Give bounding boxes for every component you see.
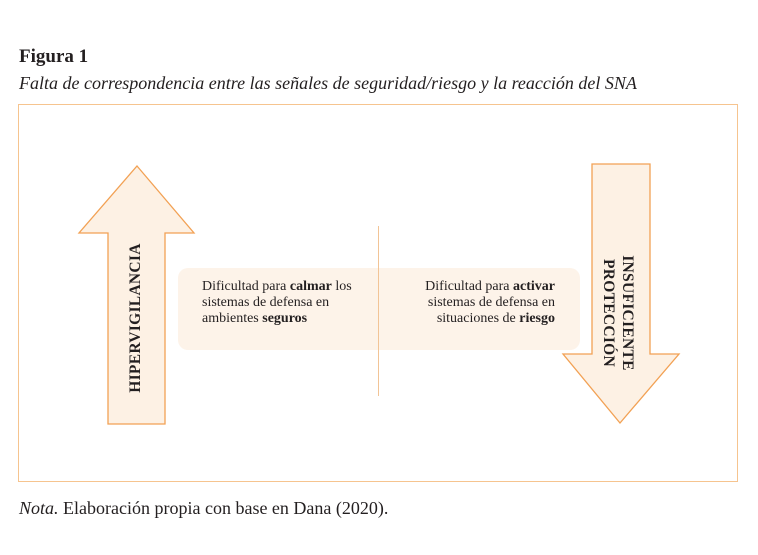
seguros-word: seguros [262,311,308,326]
up-arrow [77,165,196,425]
insuficiente-line: INSUFICIENTE [619,255,636,371]
figure-caption: Falta de correspondencia entre las señal… [19,73,637,93]
activar-word: activar [513,279,555,294]
text-band [178,268,580,350]
calmar-post: los sistemas de defensa en ambientes [202,279,352,326]
calmar-text: Dificultad para calmar los sistemas de d… [202,279,377,327]
note-text: Elaboración propia con base en Dana (202… [58,498,389,518]
figure-note: Nota. Elaboración propia con base en Dan… [19,498,388,519]
riesgo-word: riesgo [519,311,555,326]
activar-pre: Dificultad para [425,279,514,294]
calmar-word: calmar [289,279,332,294]
activar-post: sistemas de defensa en situaciones de [427,295,555,326]
proteccion-line: PROTECCIÓN [600,258,617,368]
insuficiente-proteccion-label: INSUFICIENTE PROTECCIÓN [599,255,637,371]
note-label: Nota. [19,498,59,518]
figure-label: Figura 1 [19,46,89,67]
center-divider [378,226,379,396]
hipervigilancia-label: HIPERVIGILANCIA [127,243,144,393]
activar-text: Dificultad para activar sistemas de defe… [390,279,555,327]
down-arrow [561,163,681,425]
calmar-pre: Dificultad para [202,279,290,294]
figure-frame [18,104,738,482]
